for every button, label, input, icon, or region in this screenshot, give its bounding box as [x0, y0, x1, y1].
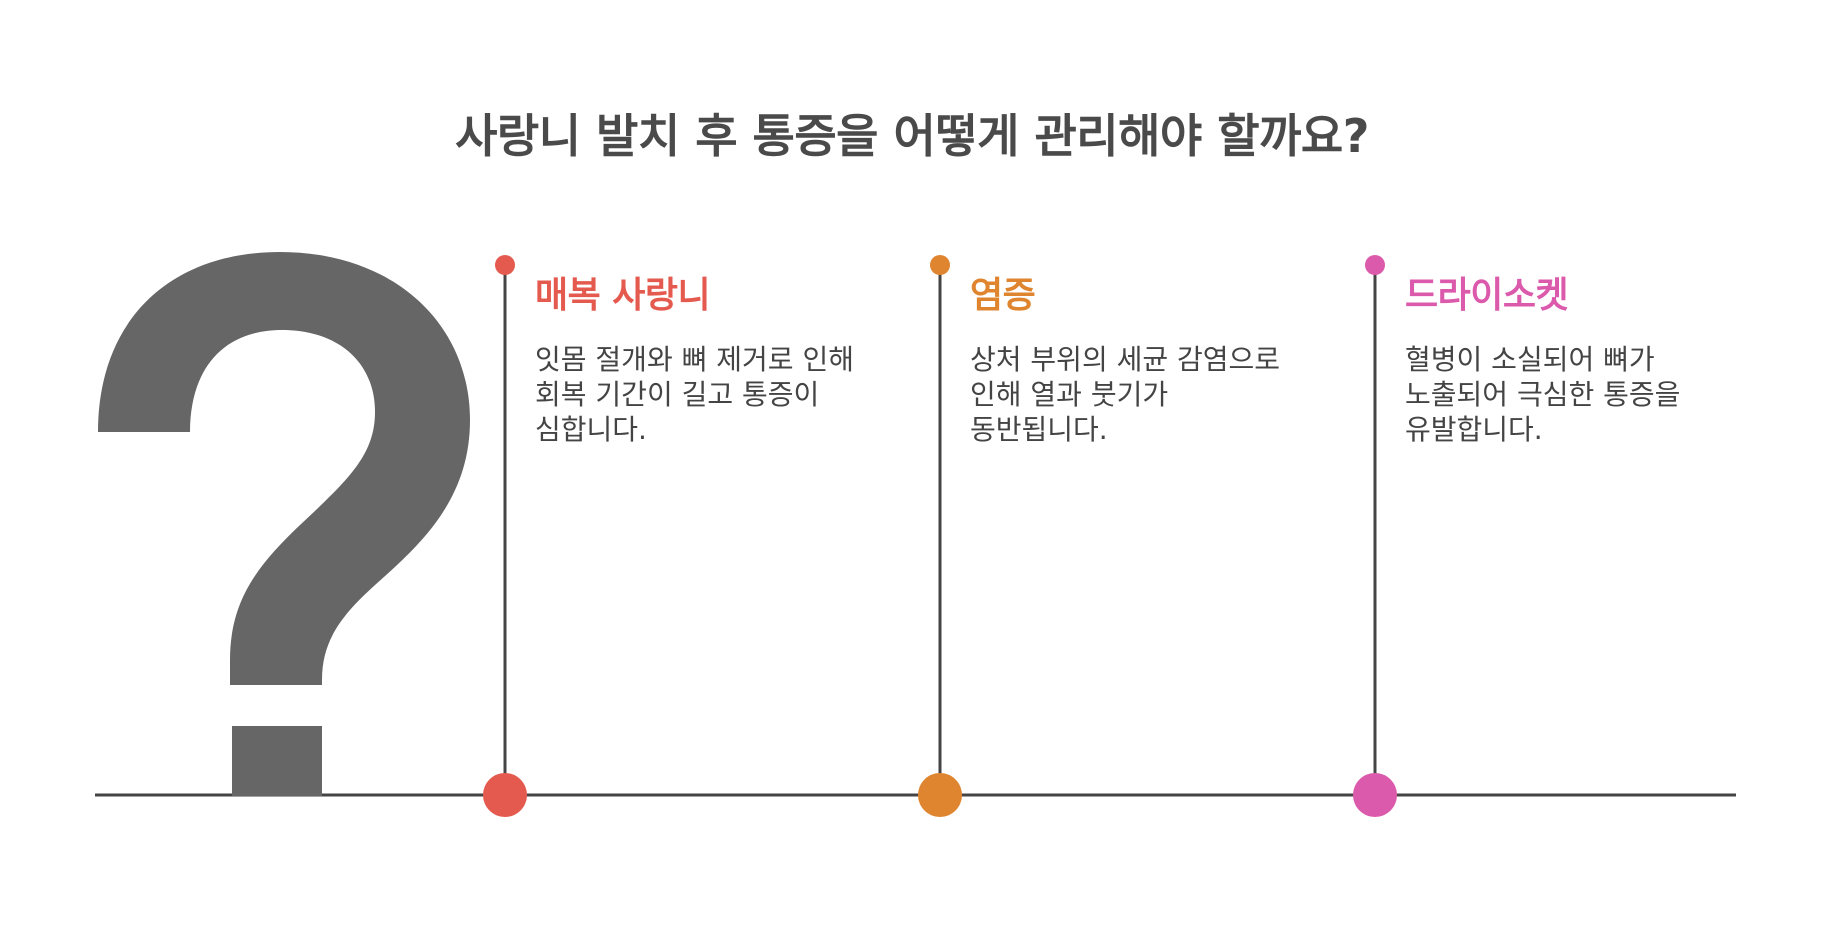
question-mark-icon — [98, 252, 470, 796]
timeline-marker-1 — [483, 255, 527, 817]
page-title: 사랑니 발치 후 통증을 어떻게 관리해야 할까요? — [455, 109, 1369, 163]
card-title-dry-socket: 드라이소켓 — [1405, 275, 1569, 316]
card-title-inflammation: 염증 — [970, 275, 1036, 316]
timeline-marker-2 — [918, 255, 962, 817]
timeline-marker-3 — [1353, 255, 1397, 817]
card-text-impacted-wisdom-tooth: 잇몸 절개와 뼈 제거로 인해 회복 기간이 길고 통증이 심합니다. — [535, 343, 854, 446]
card-title-impacted-wisdom-tooth: 매복 사랑니 — [535, 275, 711, 316]
card-text-inflammation: 상처 부위의 세균 감염으로 인해 열과 붓기가 동반됩니다. — [970, 343, 1281, 446]
card-text-dry-socket: 혈병이 소실되어 뼈가 노출되어 극심한 통증을 유발합니다. — [1405, 343, 1681, 446]
